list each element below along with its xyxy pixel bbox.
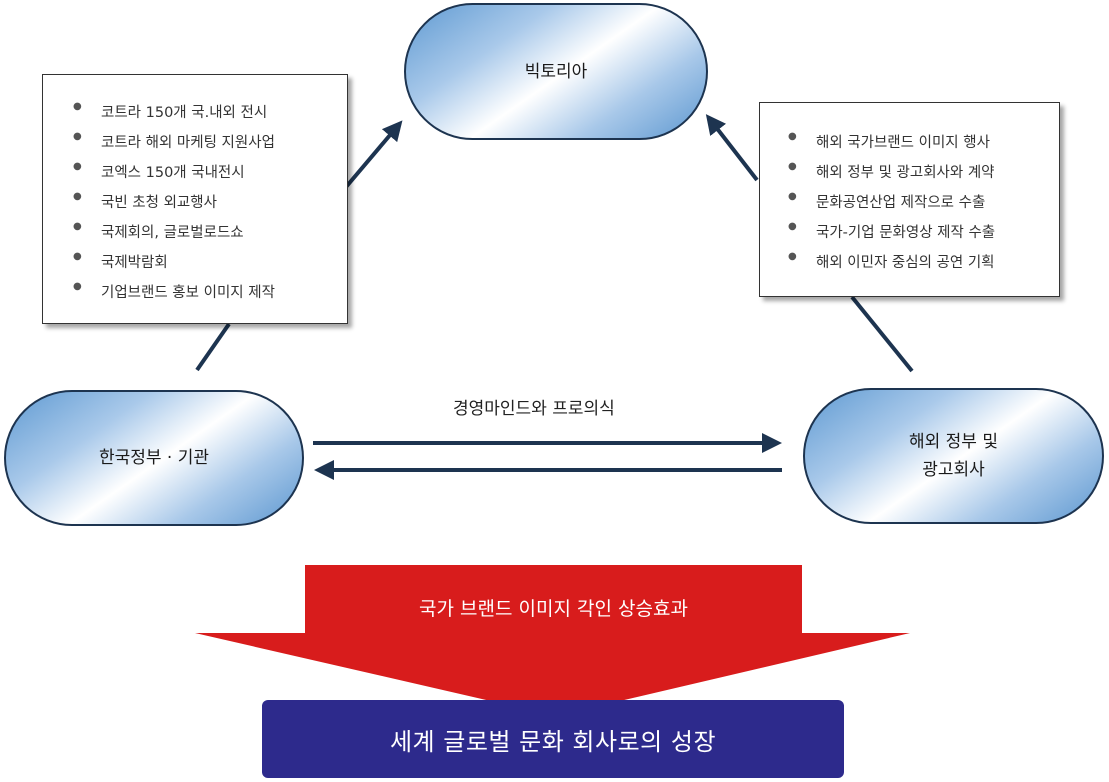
list-item: ●해외 이민자 중심의 공연 기획 — [788, 251, 995, 271]
bullet-icon: ● — [73, 251, 82, 262]
node-victoria-label: 빅토리아 — [524, 61, 588, 82]
left-connector-lower — [195, 322, 231, 372]
node-victoria: 빅토리아 — [404, 3, 708, 140]
list-item: ●코트라 150개 국.내외 전시 — [73, 101, 268, 121]
goal-label: 세계 글로벌 문화 회사로의 성장 — [389, 727, 717, 756]
effect-arrow — [195, 565, 910, 716]
node-korea-government: 한국정부 · 기관 — [4, 390, 304, 526]
bullet-icon: ● — [73, 101, 82, 112]
bullet-icon: ● — [73, 131, 82, 142]
effect-label: 국가 브랜드 이미지 각인 상승효과 — [419, 598, 688, 620]
flow-label: 경영마인드와 프로의식 — [453, 399, 615, 419]
list-item: ●해외 정부 및 광고회사와 계약 — [788, 161, 995, 181]
node-overseas-government: 해외 정부 및 광고회사 — [803, 388, 1104, 524]
list-item: ●국제회의, 글로벌로드쇼 — [73, 221, 244, 241]
right-activity-box: ●해외 국가브랜드 이미지 행사 ●해외 정부 및 광고회사와 계약 ●문화공연… — [759, 102, 1060, 297]
node-overseas-government-label: 해외 정부 및 광고회사 — [908, 432, 998, 480]
goal-box: 세계 글로벌 문화 회사로의 성장 — [262, 700, 844, 778]
list-item: ●코엑스 150개 국내전시 — [73, 161, 245, 181]
list-item: ●국제박람회 — [73, 251, 168, 271]
bullet-icon: ● — [788, 131, 797, 142]
bullet-icon: ● — [73, 191, 82, 202]
bullet-icon: ● — [788, 161, 797, 172]
bullet-icon: ● — [788, 191, 797, 202]
list-item: ●문화공연산업 제작으로 수출 — [788, 191, 986, 211]
bullet-icon: ● — [788, 221, 797, 232]
list-item: ●국가-기업 문화영상 제작 수출 — [788, 221, 996, 241]
list-item: ●해외 국가브랜드 이미지 행사 — [788, 131, 990, 151]
left-activity-box: ●코트라 150개 국.내외 전시 ●코트라 해외 마케팅 지원사업 ●코엑스 … — [42, 74, 348, 324]
right-connector-arrow — [705, 114, 759, 182]
node-korea-government-label: 한국정부 · 기관 — [98, 448, 210, 468]
left-connector-arrow — [344, 120, 403, 189]
list-item: ●코트라 해외 마케팅 지원사업 — [73, 131, 275, 151]
bullet-icon: ● — [788, 251, 797, 262]
list-item: ●기업브랜드 홍보 이미지 제작 — [73, 281, 275, 301]
list-item: ●국빈 초청 외교행사 — [73, 191, 217, 211]
bullet-icon: ● — [73, 221, 82, 232]
bullet-icon: ● — [73, 161, 82, 172]
bullet-icon: ● — [73, 281, 82, 292]
right-connector-lower — [850, 295, 914, 373]
